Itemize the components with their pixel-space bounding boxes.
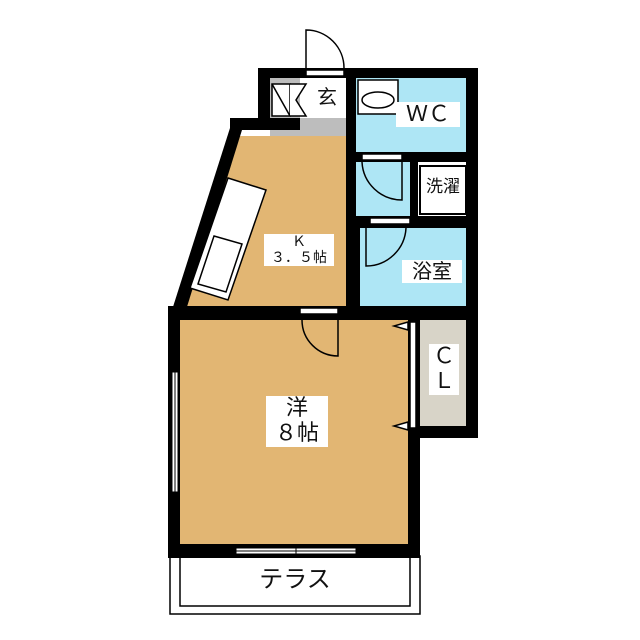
kitchen-label-line2: ３．５帖: [271, 250, 327, 267]
windows: [171, 371, 357, 556]
hall-floor: [350, 162, 410, 222]
terrace-label: テラス: [240, 565, 350, 594]
kitchen-label: Ｋ ３．５帖: [264, 234, 334, 267]
closet-label-line1: Ｃ: [432, 344, 455, 369]
wc-label: ＷＣ: [396, 102, 460, 128]
kitchen-label-line1: Ｋ: [292, 234, 306, 250]
western-label-line1: 洋: [285, 396, 308, 421]
terrace: [169, 555, 421, 615]
shoe-cabinet: [271, 83, 308, 117]
western-room-label: 洋 ８帖: [266, 396, 328, 447]
door-openings: [299, 69, 417, 429]
door-swings: [301, 29, 409, 431]
toilet-fixture: [357, 79, 399, 115]
entrance-label: 玄: [312, 86, 342, 109]
laundry-label: 洗濯: [422, 177, 464, 198]
kitchen-counter: [189, 177, 267, 301]
walls: [168, 68, 478, 558]
bath-label: 浴室: [402, 260, 462, 283]
closet-label: Ｃ Ｌ: [429, 344, 459, 395]
closet-label-line2: Ｌ: [432, 369, 455, 395]
western-label-line2: ８帖: [274, 421, 319, 447]
